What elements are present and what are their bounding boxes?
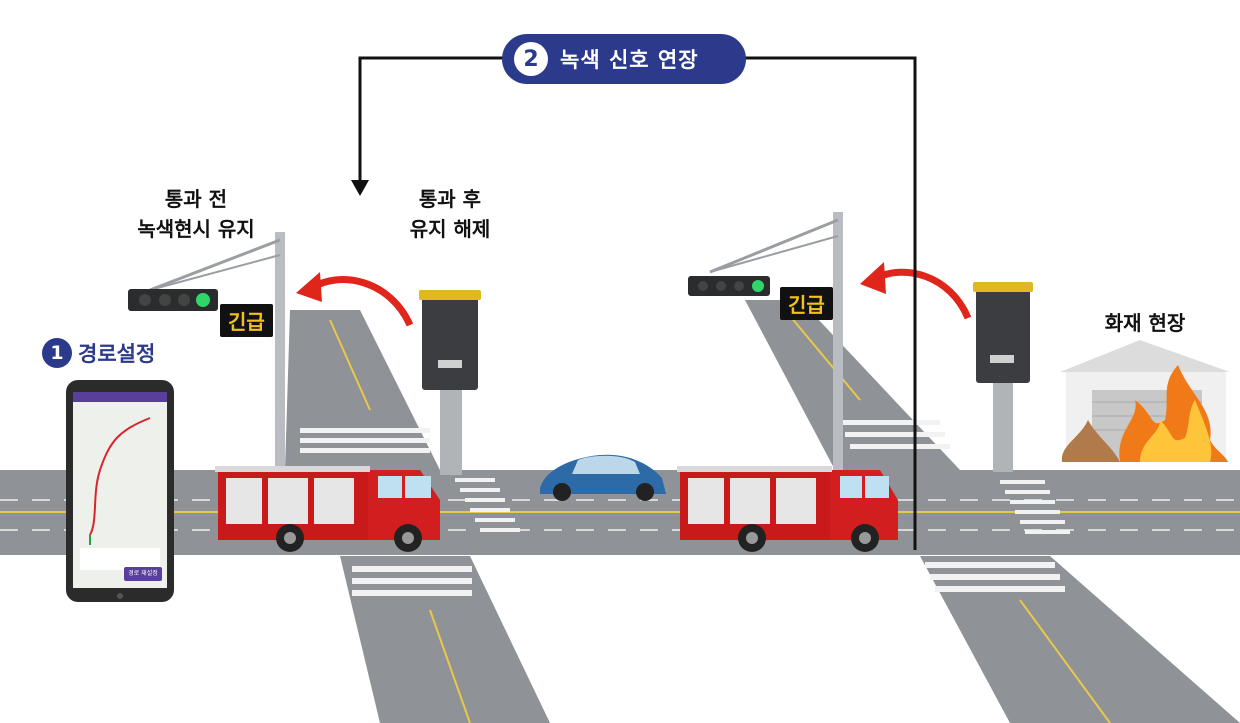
step1-badge: 1 경로설정 (42, 338, 155, 368)
after-pass-label: 통과 후 유지 해제 (380, 184, 520, 244)
before-pass-line2: 녹색현시 유지 (137, 217, 255, 241)
fire-icon (1061, 365, 1228, 462)
phone-reroute-button[interactable]: 경로 재설정 (124, 567, 162, 581)
left-controller-box (419, 290, 481, 475)
emergency-sign-right: 긴급 (780, 287, 833, 320)
before-pass-line1: 통과 전 (164, 187, 228, 211)
after-pass-line2: 유지 해제 (409, 217, 491, 241)
fire-truck-icon (677, 466, 898, 552)
road-network (0, 300, 1240, 723)
before-pass-label: 통과 전 녹색현시 유지 (96, 184, 296, 244)
step2-badge: 2 녹색 신호 연장 (502, 34, 746, 84)
fire-truck-icon (215, 466, 440, 552)
signal-green-light (196, 293, 210, 307)
traffic-light-icon (688, 276, 770, 296)
car-icon (540, 454, 666, 501)
upper-left-road (285, 310, 440, 470)
traffic-light-icon (128, 289, 218, 311)
controller-box-icon (422, 296, 478, 390)
right-controller-box (973, 282, 1033, 472)
lower-left-road (340, 556, 550, 723)
step1-label: 경로설정 (78, 342, 156, 366)
step2-label: 녹색 신호 연장 (560, 48, 699, 72)
right-traffic-signal (688, 212, 843, 470)
fire-site-label: 화재 현장 (1104, 311, 1186, 335)
step1-number: 1 (42, 338, 72, 368)
upper-right-road (745, 300, 960, 470)
step2-number: 2 (514, 42, 548, 76)
smartphone-icon (66, 380, 174, 602)
lower-right-road (920, 556, 1240, 723)
signal-green-light (752, 280, 764, 292)
left-traffic-signal (128, 232, 285, 472)
emergency-sign-left: 긴급 (220, 304, 273, 337)
after-pass-line1: 통과 후 (418, 187, 482, 211)
controller-box-icon (976, 288, 1030, 383)
red-arrows (296, 262, 972, 327)
